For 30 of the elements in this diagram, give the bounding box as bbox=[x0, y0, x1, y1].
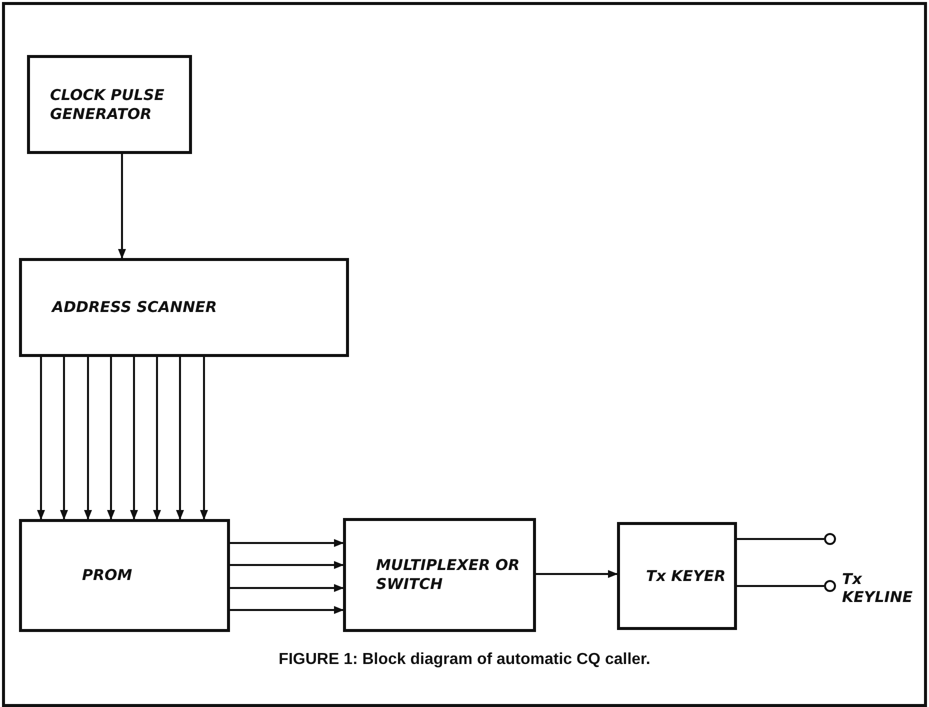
box-label: ADDRESS SCANNER bbox=[52, 298, 217, 317]
terminal-circle bbox=[824, 533, 836, 545]
process-box bbox=[617, 522, 737, 630]
arrow bbox=[37, 357, 45, 520]
figure-caption: FIGURE 1: Block diagram of automatic CQ caller. bbox=[278, 651, 652, 669]
process-box bbox=[19, 519, 230, 632]
arrow bbox=[176, 357, 184, 520]
arrow bbox=[230, 584, 344, 592]
connector-line bbox=[737, 538, 824, 540]
arrow bbox=[536, 570, 618, 578]
arrow bbox=[107, 357, 115, 520]
arrow bbox=[200, 357, 208, 520]
box-label: MULTIPLEXER OR SWITCH bbox=[376, 556, 521, 594]
box-label: PROM bbox=[82, 566, 132, 585]
arrow bbox=[230, 561, 344, 569]
arrow bbox=[153, 357, 161, 520]
arrow bbox=[60, 357, 68, 520]
arrow bbox=[230, 606, 344, 614]
terminal-circle bbox=[824, 580, 836, 592]
terminal-label: Tx KEYLINE bbox=[842, 570, 914, 606]
arrow bbox=[84, 357, 92, 520]
process-box bbox=[343, 518, 536, 632]
box-label: Tx KEYER bbox=[646, 566, 726, 586]
arrow bbox=[130, 357, 138, 520]
process-box bbox=[19, 258, 349, 357]
connector-line bbox=[737, 585, 824, 587]
arrow bbox=[230, 539, 344, 547]
arrow bbox=[118, 154, 126, 259]
box-label: CLOCK PULSE GENERATOR bbox=[50, 86, 166, 124]
process-box bbox=[27, 55, 192, 154]
